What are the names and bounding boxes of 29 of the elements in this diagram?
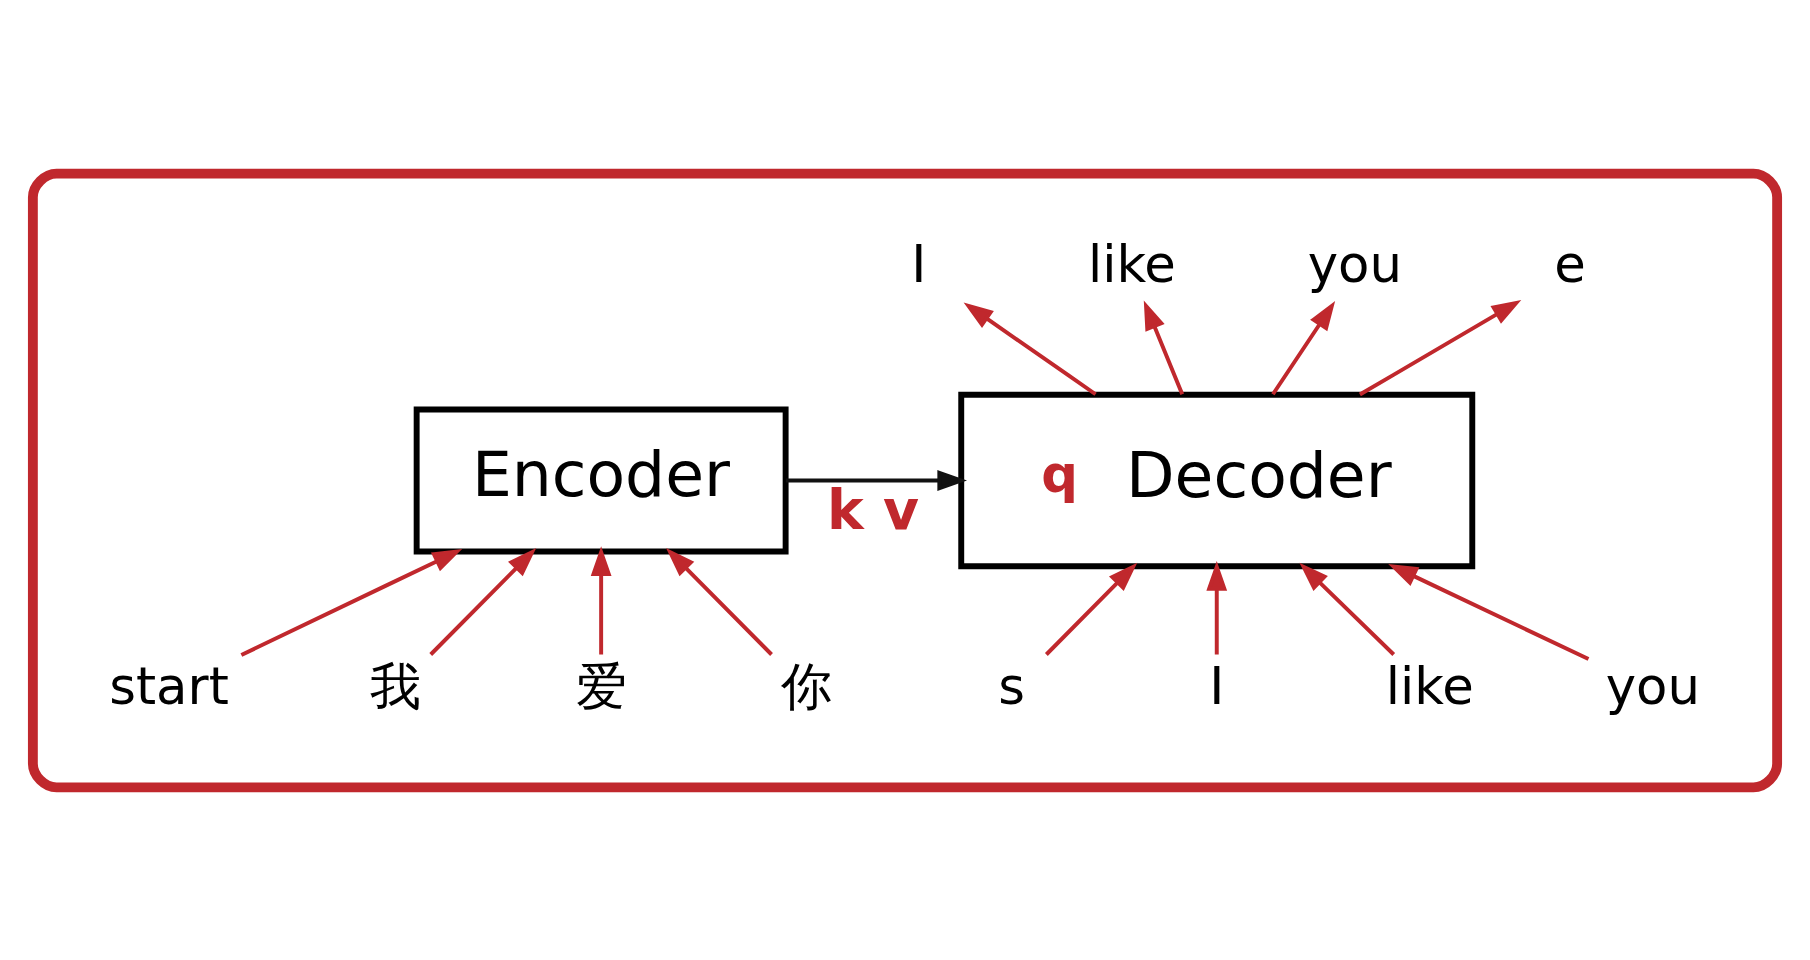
node-text: you [1307, 233, 1403, 294]
node-text: 爱 [575, 655, 627, 716]
arrow [590, 545, 612, 654]
edge-label: k v [827, 477, 920, 542]
node-text: I [1209, 655, 1225, 716]
node-text: 你 [780, 655, 832, 716]
arrow [785, 469, 967, 491]
arrow [1044, 562, 1138, 656]
arrow [429, 547, 537, 656]
node-text: I [911, 233, 927, 294]
arrow [240, 548, 463, 657]
arrow [1388, 563, 1590, 661]
cluster [27, 168, 1783, 792]
arrow [1206, 560, 1228, 654]
arrow [666, 547, 773, 656]
node-box: q Decoder [958, 391, 1476, 569]
arrow [1299, 562, 1396, 656]
node-text: like [1385, 655, 1474, 716]
arrow [1271, 300, 1336, 395]
arrow [1143, 299, 1185, 395]
node-text: s [998, 655, 1025, 716]
node-text: 我 [370, 655, 422, 716]
arrow [963, 302, 1097, 396]
node-text: like [1087, 233, 1176, 294]
node-text: e [1554, 233, 1586, 294]
node-text: start [109, 655, 229, 716]
node-box: Encoder [413, 406, 789, 554]
node-text: you [1605, 655, 1700, 716]
arrow [1358, 299, 1522, 396]
